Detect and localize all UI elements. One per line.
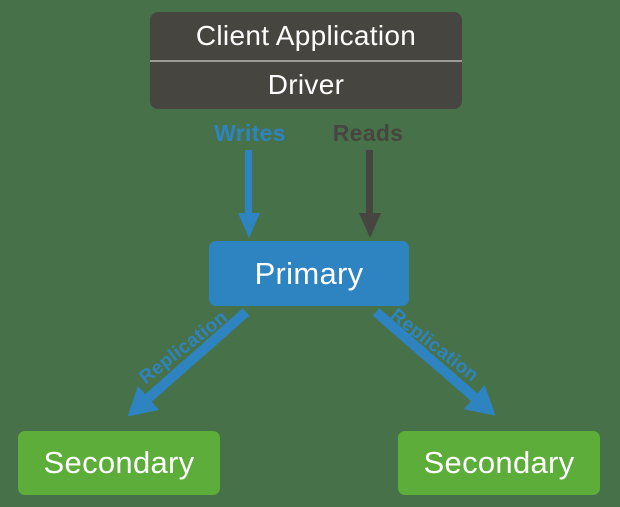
reads-arrow — [366, 150, 373, 214]
client-application-driver-box: Client Application Driver — [150, 12, 462, 109]
reads-label: Reads — [332, 120, 404, 146]
reads-arrowhead-icon — [359, 213, 381, 238]
replication-label-left: Replication — [135, 306, 232, 389]
client-application-label: Client Application — [195, 19, 417, 51]
client-driver-divider — [150, 59, 462, 62]
primary-node: Primary — [209, 241, 409, 306]
secondary-node-left: Secondary — [18, 431, 220, 495]
secondary-right-label: Secondary — [423, 445, 575, 480]
secondary-left-label: Secondary — [43, 445, 195, 480]
secondary-node-right: Secondary — [398, 431, 600, 495]
replication-label-right: Replication — [386, 304, 483, 387]
driver-label: Driver — [267, 69, 345, 101]
primary-label: Primary — [254, 255, 364, 291]
writes-label: Writes — [214, 120, 286, 146]
writes-arrow — [245, 150, 252, 214]
writes-arrowhead-icon — [238, 213, 260, 238]
